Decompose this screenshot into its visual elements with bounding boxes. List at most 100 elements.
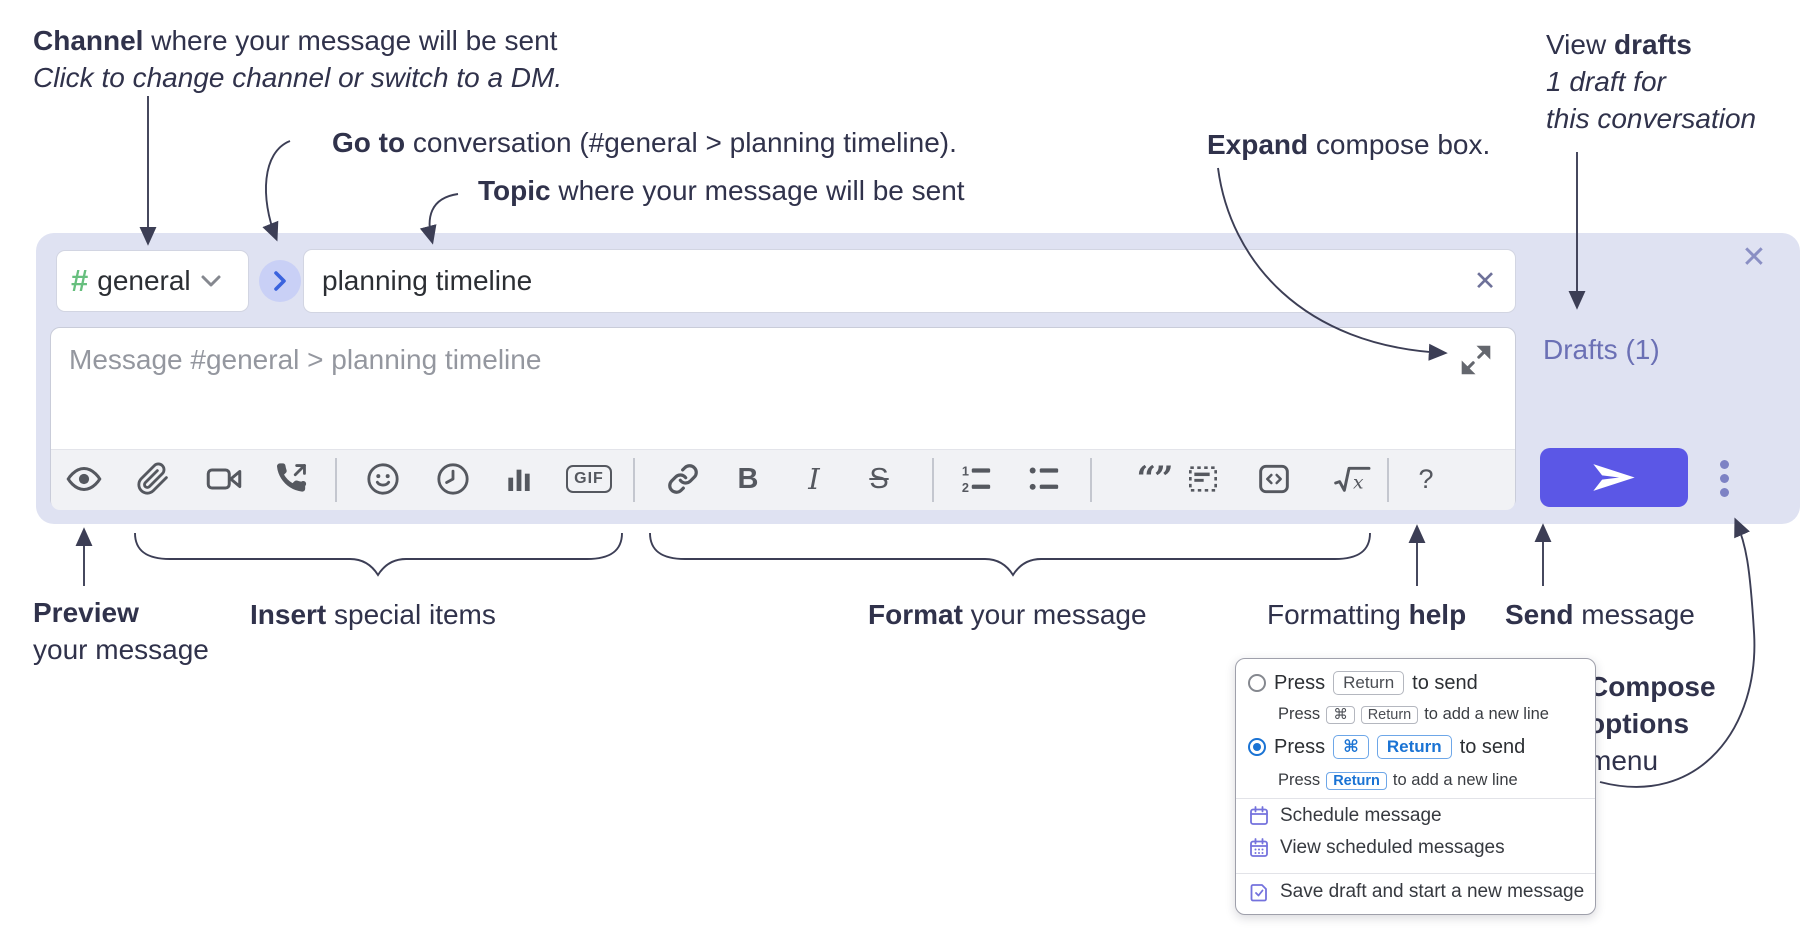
formatting-help-annotation: Formatting help <box>1267 596 1466 633</box>
send-icon <box>1593 464 1635 491</box>
compose-toolbar: GIF B I S 1 2 <box>51 449 1515 510</box>
bar-chart-icon <box>508 469 530 491</box>
channel-annotation-sub: Click to change channel or switch to a D… <box>33 62 563 93</box>
topic-annotation: Topic where your message will be sent <box>478 172 965 209</box>
bold-button[interactable]: B <box>728 459 768 499</box>
video-camera-icon <box>206 468 242 490</box>
spoiler-button[interactable] <box>1183 459 1223 499</box>
toolbar-separator <box>932 458 934 502</box>
goto-annotation-rest: conversation (#general > planning timeli… <box>405 127 957 158</box>
view-drafts-line2: 1 draft for <box>1546 66 1666 97</box>
goto-annotation-bold: Go to <box>332 127 406 158</box>
radio-selected-icon[interactable] <box>1248 738 1266 756</box>
expand-compose-button[interactable] <box>1459 340 1499 380</box>
topic-input[interactable]: planning timeline <box>303 249 1516 313</box>
compose-options-button[interactable] <box>1705 452 1743 504</box>
spoiler-icon <box>1189 466 1217 492</box>
return-option-subtext: Press ⌘ Return to add a new line <box>1278 705 1549 724</box>
topic-annotation-bold: Topic <box>478 175 551 206</box>
svg-text:x: x <box>1353 472 1364 493</box>
italic-icon: I <box>808 462 820 496</box>
preview-annotation: Preview your message <box>33 594 209 668</box>
bulleted-list-button[interactable] <box>1024 459 1064 499</box>
eye-icon <box>66 466 102 492</box>
goto-annotation: Go to conversation (#general > planning … <box>332 124 957 161</box>
chevron-right-icon <box>274 271 286 291</box>
compose-options-line3: menu <box>1588 745 1659 776</box>
channel-selector[interactable]: # general <box>56 250 249 312</box>
expand-annotation: Expand compose box. <box>1207 126 1490 163</box>
format-annotation-rest: your message <box>962 599 1147 630</box>
phone-outgoing-icon <box>276 463 307 492</box>
link-button[interactable] <box>663 459 703 499</box>
preview-button[interactable] <box>64 459 104 499</box>
bulleted-list-icon <box>1029 467 1059 490</box>
to-add-label: to add a new line <box>1424 705 1549 723</box>
press-label: Press <box>1278 771 1321 789</box>
to-add-label: to add a new line <box>1392 771 1518 789</box>
view-drafts-bold: drafts <box>1613 29 1692 60</box>
save-draft-item[interactable]: Save draft and start a new message <box>1248 881 1584 903</box>
video-call-button[interactable] <box>204 459 244 499</box>
send-annotation-bold: Send <box>1505 599 1574 630</box>
quote-button[interactable]: “” <box>1129 459 1179 499</box>
strikethrough-button[interactable]: S <box>859 459 899 499</box>
drafts-link[interactable]: Drafts (1) <box>1543 334 1660 365</box>
formatting-help-button[interactable]: ? <box>1406 459 1446 499</box>
send-button[interactable] <box>1540 448 1688 507</box>
compose-options-annotation: Compose options menu <box>1588 668 1716 779</box>
global-time-button[interactable] <box>433 459 473 499</box>
schedule-message-item[interactable]: Schedule message <box>1248 805 1442 827</box>
math-button[interactable]: x <box>1329 459 1377 499</box>
expand-annotation-rest: compose box. <box>1308 129 1491 160</box>
code-icon <box>1259 464 1289 494</box>
gif-button[interactable]: GIF <box>561 459 617 499</box>
insert-annotation-rest: special items <box>326 599 496 630</box>
goto-arrow <box>262 140 291 242</box>
calendar-grid-icon <box>1250 838 1268 857</box>
format-annotation: Format your message <box>868 596 1147 633</box>
expand-icon <box>1461 345 1491 375</box>
link-icon <box>668 464 698 494</box>
math-icon: x <box>1334 466 1371 493</box>
cmd-return-to-send-option[interactable]: Press ⌘ Return to send <box>1248 735 1525 759</box>
channel-name: general <box>97 265 191 296</box>
attach-file-button[interactable] <box>133 459 173 499</box>
close-compose-button[interactable]: ✕ <box>1736 240 1772 276</box>
go-to-conversation-button[interactable] <box>259 260 301 302</box>
svg-text:1: 1 <box>962 463 969 478</box>
return-key: Return <box>1360 705 1419 724</box>
press-label: Press <box>1274 735 1326 758</box>
view-scheduled-messages-item[interactable]: View scheduled messages <box>1248 837 1505 859</box>
gif-icon: GIF <box>566 465 612 493</box>
emoji-button[interactable] <box>363 459 403 499</box>
return-key: Return <box>1326 771 1387 790</box>
message-box[interactable]: Message #general > planning timeline <box>50 327 1516 510</box>
audio-call-button[interactable] <box>271 459 311 499</box>
calendar-icon <box>1250 806 1268 825</box>
schedule-message-label: Schedule message <box>1280 805 1442 826</box>
kebab-dot <box>1719 487 1729 497</box>
insert-annotation-bold: Insert <box>250 599 327 630</box>
channel-annotation: Channel where your message will be sent … <box>33 22 562 96</box>
kebab-dot <box>1719 473 1729 483</box>
return-to-send-option[interactable]: Press Return to send <box>1248 671 1478 695</box>
code-button[interactable] <box>1254 459 1294 499</box>
preview-annotation-bold: Preview <box>33 597 139 628</box>
to-send-label: to send <box>1412 671 1478 694</box>
italic-button[interactable]: I <box>794 459 834 499</box>
clear-topic-button[interactable]: ✕ <box>1467 263 1503 299</box>
hash-icon: # <box>71 263 89 298</box>
send-annotation-rest: message <box>1573 599 1695 630</box>
return-key: Return <box>1333 671 1405 695</box>
poll-button[interactable] <box>499 459 539 499</box>
paperclip-icon <box>137 462 168 495</box>
radio-unselected-icon[interactable] <box>1248 674 1266 692</box>
document-check-icon <box>1250 884 1267 902</box>
toolbar-separator <box>1090 458 1092 502</box>
formatting-help-pre: Formatting <box>1267 599 1409 630</box>
strikethrough-icon: S <box>869 462 889 495</box>
cmd-key: ⌘ <box>1333 735 1369 759</box>
numbered-list-button[interactable]: 1 2 <box>956 459 996 499</box>
channel-annotation-bold: Channel <box>33 25 144 56</box>
